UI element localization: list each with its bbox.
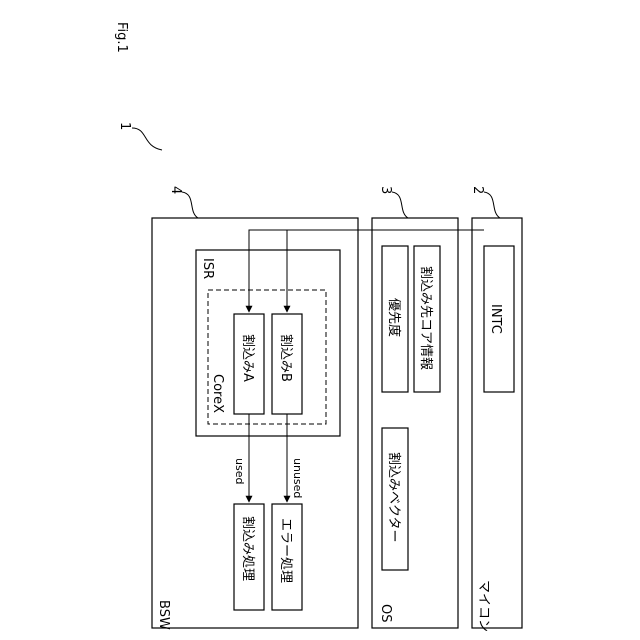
leader-line-1	[132, 128, 162, 150]
core-label: CoreX	[210, 374, 225, 413]
leader-line-4	[182, 192, 198, 218]
ref-numeral-1: 1	[117, 122, 132, 130]
isr-label: ISR	[200, 258, 215, 279]
priority-label: 優先度	[386, 298, 402, 337]
used-label: used	[233, 458, 246, 484]
interrupt-processing-label: 割込み処理	[240, 516, 256, 581]
error-processing-label: エラー処理	[278, 518, 293, 583]
ref-numeral-3: 3	[378, 186, 393, 194]
ref-numeral-4: 4	[168, 186, 183, 194]
interrupt-a-label: 割込みA	[240, 334, 256, 382]
bsw-label: BSW	[156, 600, 171, 630]
interrupt-vector-label: 割込みベクター	[386, 452, 402, 542]
microcomputer-label: マイコン	[476, 580, 491, 632]
os-label: OS	[378, 604, 393, 622]
figure-label: Fig.1	[114, 22, 129, 53]
dispatch-line	[249, 230, 484, 312]
intc-label: INTC	[488, 304, 503, 334]
interrupt-b-label: 割込みB	[278, 334, 294, 382]
ref-numeral-2: 2	[470, 186, 485, 194]
target-core-label: 割込み先コア情報	[418, 266, 434, 370]
leader-line-3	[392, 192, 408, 218]
unused-label: unused	[291, 458, 304, 498]
leader-line-2	[484, 192, 500, 218]
